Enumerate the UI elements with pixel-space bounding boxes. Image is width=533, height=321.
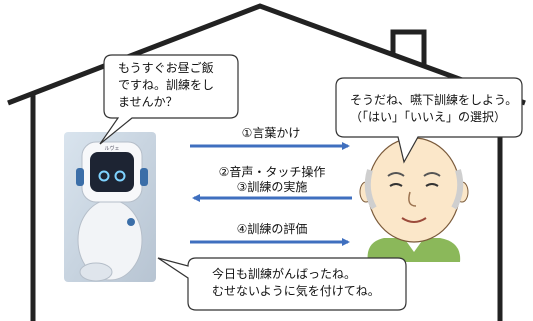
elder-mouth	[401, 217, 427, 223]
house-roof	[7, 3, 526, 106]
elder-speech-bubble-shape	[335, 77, 523, 164]
elder-eye-left	[389, 183, 403, 187]
elder-speech-line: （「はい」「いいえ」の選択）	[350, 110, 507, 124]
robot-speech-text: もうすぐお昼ご飯 ですね。訓練をし ませんか？	[118, 60, 214, 111]
interaction-arrows	[190, 142, 352, 246]
robot-speech-line: ませんか？	[118, 95, 178, 109]
elder-head	[367, 137, 461, 243]
elder-eyebrow-right	[423, 172, 441, 177]
arrow-label-step4: ④訓練の評価	[236, 222, 308, 236]
arrow-label-step2: ②音声・タッチ操作	[218, 165, 326, 179]
robot-eye-right	[114, 170, 126, 182]
elder-speech-line: そうだね、嚥下訓練をしよう。	[350, 93, 518, 107]
arrow-label-step3: ③訓練の実施	[236, 180, 308, 194]
robot-screen	[90, 152, 134, 192]
elder-nose	[408, 191, 417, 207]
robot-photo: ルヴェ	[64, 132, 156, 282]
robot-closing-speech-line: 今日も訓練がんばったね。	[212, 267, 357, 281]
elder-eye-right	[425, 183, 439, 187]
robot-closing-speech-line: むせないように気を付けてね。	[212, 284, 380, 298]
elder-speech-text: そうだね、嚥下訓練をしよう。 （「はい」「いいえ」の選択）	[350, 92, 517, 126]
robot-eye-left	[98, 170, 110, 182]
robot-speech-line: ですね。訓練をし	[118, 78, 215, 92]
elder-hair-right	[451, 169, 464, 210]
robot-closing-speech-bubble-shape	[157, 257, 407, 311]
elderly-man-illustration	[359, 137, 469, 262]
robot-speech-line: もうすぐお昼ご飯	[118, 61, 214, 75]
arrow-label-step1: ①言葉かけ	[241, 126, 301, 140]
robot-closing-speech-text: 今日も訓練がんばったね。 むせないように気を付けてね。	[212, 266, 380, 300]
house-chimney	[390, 29, 427, 67]
elder-hair-left	[364, 169, 377, 210]
robot-speech-bubble-shape	[99, 54, 239, 145]
elder-eyebrow-left	[387, 172, 405, 177]
robot-screen-label: ルヴェ	[104, 145, 119, 152]
